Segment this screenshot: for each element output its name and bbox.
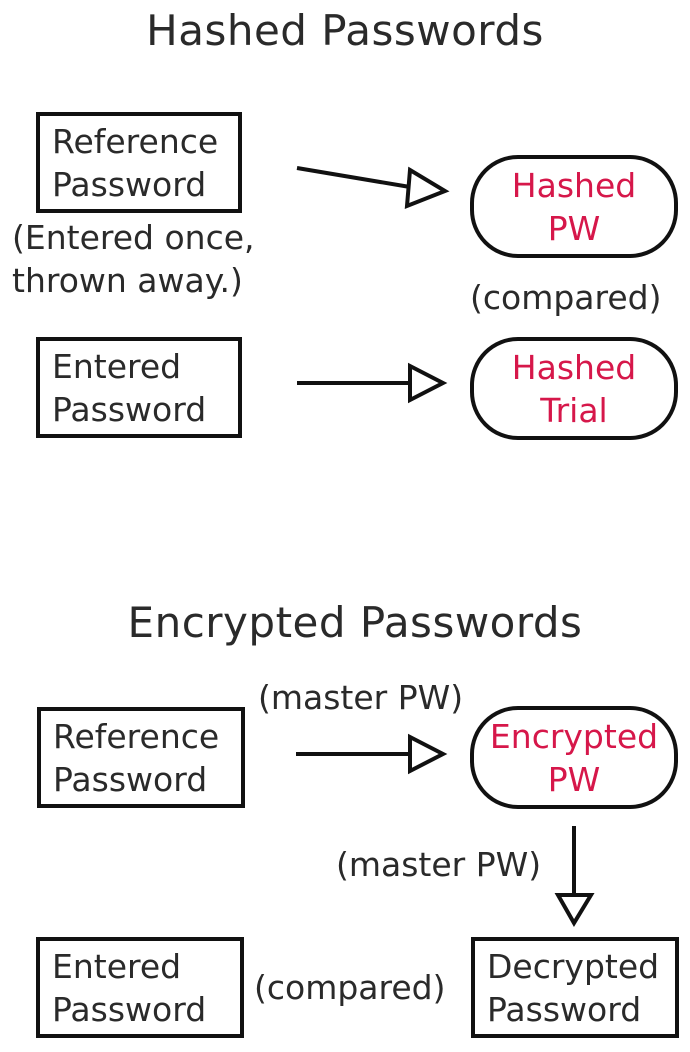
master-pw-label-top: (master PW) (258, 678, 464, 717)
hashed-title: Hashed Passwords (146, 6, 544, 55)
encrypted-pw-node: Encrypted PW (470, 706, 678, 809)
node-line: Hashed (511, 347, 637, 387)
arrow-encrypted-to-decrypted (554, 826, 595, 927)
master-pw-label-side: (master PW) (336, 845, 542, 884)
reference-password-box: Reference Password (36, 112, 242, 213)
node-line: Trial (540, 390, 608, 430)
encrypted-title: Encrypted Passwords (127, 598, 583, 647)
arrow-entered-to-trial (297, 362, 448, 404)
hashed-trial-node: Hashed Trial (470, 337, 678, 440)
entered-password-box-2: Entered Password (36, 937, 244, 1038)
compared-label: (compared) (470, 278, 662, 317)
node-line: PW (547, 208, 601, 248)
reference-note: (Entered once, thrown away.) (12, 216, 255, 302)
arrow-reference-to-hashed (296, 166, 450, 210)
box-line: Entered (52, 946, 182, 986)
box-line: Password (53, 759, 208, 799)
entered-password-box: Entered Password (36, 337, 242, 438)
box-line: Reference (52, 121, 219, 161)
box-line: Password (52, 164, 207, 204)
box-line: Decrypted (487, 946, 660, 986)
box-line: Password (487, 989, 642, 1029)
hashed-pw-node: Hashed PW (470, 155, 678, 258)
compared-label-2: (compared) (254, 968, 446, 1007)
box-line: Password (52, 389, 207, 429)
box-line: Reference (53, 716, 220, 756)
box-line: Password (52, 989, 207, 1029)
note-line: thrown away.) (12, 261, 243, 300)
node-line: Encrypted (489, 716, 659, 756)
reference-password-box-2: Reference Password (37, 707, 245, 808)
note-line: (Entered once, (12, 218, 255, 257)
box-line: Entered (52, 346, 182, 386)
arrow-reference-to-encrypted (296, 733, 448, 775)
node-line: Hashed (511, 165, 637, 205)
node-line: PW (547, 759, 601, 799)
decrypted-password-box: Decrypted Password (471, 937, 679, 1038)
